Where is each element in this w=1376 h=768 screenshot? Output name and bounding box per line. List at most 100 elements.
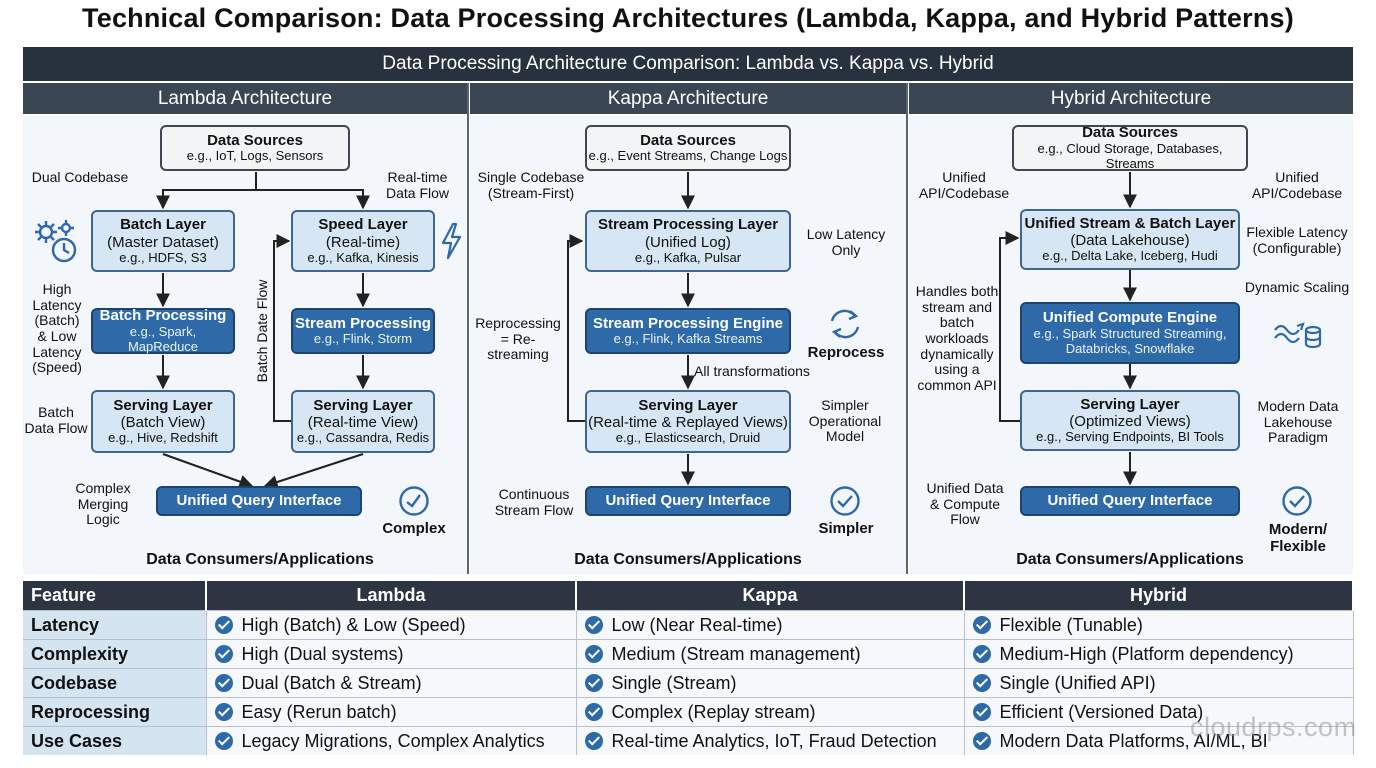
check-icon: [972, 673, 991, 692]
banner: Data Processing Architecture Comparison:…: [23, 47, 1353, 81]
box-example: e.g., Spark, MapReduce: [127, 323, 199, 354]
check-icon: [972, 615, 991, 634]
cell-text: Efficient (Versioned Data): [999, 701, 1204, 722]
value-cell: Low (Near Real-time): [576, 610, 965, 640]
value-cell: Single (Unified API): [964, 668, 1354, 698]
box-subtitle: (Data Lakehouse): [1070, 232, 1190, 250]
note-low-latency: Low Latency Only: [806, 226, 886, 258]
cell-text: Modern Data Platforms, AI/ML, BI: [999, 730, 1268, 751]
check-icon: [972, 731, 991, 750]
hybrid-compute-engine: Unified Compute Engine e.g., Spark Struc…: [1020, 302, 1240, 364]
box-title: Stream Processing Layer: [597, 216, 779, 234]
value-cell: Easy (Rerun batch): [206, 697, 577, 727]
feature-cell: Use Cases: [23, 726, 207, 755]
box-title: Serving Layer: [1080, 395, 1180, 413]
lambda-consumers: Data Consumers/Applications: [146, 551, 374, 568]
lambda-stream-processing: Stream Processing e.g., Flink, Storm: [291, 308, 435, 354]
value-cell: Flexible (Tunable): [964, 610, 1354, 640]
refresh-icon: [830, 309, 860, 339]
column-header: Hybrid: [964, 581, 1354, 611]
check-icon: [972, 702, 991, 721]
value-cell: High (Dual systems): [206, 639, 577, 669]
lambda-verdict: Complex: [382, 520, 446, 537]
cell-text: Single (Unified API): [999, 672, 1156, 693]
box-example: e.g., Kafka, Kinesis: [307, 249, 419, 265]
box-example: e.g., Cloud Storage, Databases, Streams: [1037, 140, 1223, 171]
check-icon: [214, 673, 233, 692]
lambda-data-sources: Data Sources e.g., IoT, Logs, Sensors: [160, 125, 350, 171]
box-subtitle: (Unified Log): [645, 233, 731, 251]
box-example: e.g., Event Streams, Change Logs: [588, 148, 788, 164]
box-example: e.g., Serving Endpoints, BI Tools: [1036, 429, 1224, 445]
note-realtime-flow: Real-time Data Flow: [385, 169, 450, 201]
feature-cell: Complexity: [23, 639, 207, 669]
value-cell: Legacy Migrations, Complex Analytics: [206, 726, 577, 755]
box-subtitle: (Batch View): [120, 414, 206, 432]
box-title: Data Sources: [207, 131, 303, 149]
box-example: e.g., Flink, Storm: [313, 331, 413, 347]
box-title: Serving Layer: [638, 396, 738, 414]
note-handles-both: Handles both stream and batch workloads …: [915, 283, 999, 394]
value-cell: Medium-High (Platform dependency): [964, 639, 1354, 669]
column-header: Feature: [23, 581, 207, 611]
table-header-row: Feature Lambda Kappa Hybrid: [23, 581, 1354, 611]
value-cell: Dual (Batch & Stream): [206, 668, 577, 698]
box-title: Data Sources: [640, 131, 736, 149]
note-dynamic-scaling: Dynamic Scaling: [1244, 279, 1350, 295]
cell-text: Flexible (Tunable): [999, 614, 1143, 635]
lambda-batch-layer: Batch Layer (Master Dataset) e.g., HDFS,…: [91, 210, 235, 272]
kappa-processing-engine: Stream Processing Engine e.g., Flink, Ka…: [585, 308, 791, 354]
table-row: Reprocessing Easy (Rerun batch) Complex …: [23, 697, 1354, 727]
hybrid-heading: Hybrid Architecture: [909, 83, 1353, 114]
kappa-verdict: Simpler: [818, 520, 874, 537]
note-flexible-latency: Flexible Latency (Configurable): [1246, 224, 1348, 256]
box-title: Unified Compute Engine: [1042, 309, 1218, 327]
cell-text: High (Dual systems): [241, 643, 404, 664]
check-icon: [584, 702, 603, 721]
hybrid-data-sources: Data Sources e.g., Cloud Storage, Databa…: [1012, 124, 1248, 171]
note-api-right: Unified API/Codebase: [1251, 169, 1343, 201]
box-example: e.g., Kafka, Pulsar: [634, 249, 742, 265]
note-reprocessing: Reprocessing = Re-streaming: [475, 315, 561, 363]
box-example: e.g., IoT, Logs, Sensors: [186, 148, 324, 164]
note-continuous-flow: Continuous Stream Flow: [494, 486, 574, 518]
feature-cell: Codebase: [23, 668, 207, 698]
lambda-batch-processing: Batch Processing e.g., Spark, MapReduce: [91, 307, 235, 354]
box-title: Speed Layer: [318, 216, 408, 234]
lambda-serving-batch: Serving Layer (Batch View) e.g., Hive, R…: [91, 390, 235, 453]
note-unified-flow: Unified Data & Compute Flow: [926, 480, 1004, 528]
value-cell: Real-time Analytics, IoT, Fraud Detectio…: [576, 726, 965, 755]
box-subtitle: (Optimized Views): [1069, 413, 1191, 431]
box-example: e.g., Hive, Redshift: [108, 430, 218, 446]
check-icon: [214, 702, 233, 721]
column-divider: [467, 83, 469, 574]
box-title: Batch Processing: [99, 307, 227, 325]
box-title: Batch Layer: [120, 216, 206, 234]
cell-text: Complex (Replay stream): [611, 701, 816, 722]
kappa-heading: Kappa Architecture: [470, 83, 906, 114]
cell-text: Low (Near Real-time): [611, 614, 783, 635]
feature-cell: Latency: [23, 610, 207, 640]
hybrid-consumers: Data Consumers/Applications: [1016, 551, 1244, 568]
watermark: cloudrps.com: [1190, 712, 1357, 742]
gear-icon: [35, 220, 77, 263]
cell-text: Legacy Migrations, Complex Analytics: [241, 730, 545, 751]
box-example: e.g., Flink, Kafka Streams: [613, 331, 763, 347]
note-batch-date-flow: Batch Date Flow: [254, 279, 270, 383]
column-header: Kappa: [576, 581, 965, 611]
check-icon: [972, 644, 991, 663]
note-dual-codebase: Dual Codebase: [31, 169, 129, 185]
cell-text: Medium-High (Platform dependency): [999, 643, 1294, 664]
note-complex-merging: Complex Merging Logic: [75, 480, 131, 528]
box-example: e.g., Spark Structured Streaming, Databr…: [1033, 325, 1227, 356]
box-title: Stream Processing: [295, 314, 431, 332]
note-single-codebase: Single Codebase (Stream-First): [477, 169, 585, 201]
check-circle-icon: [1282, 486, 1312, 516]
note-simpler-ops: Simpler Operational Model: [808, 397, 882, 445]
check-icon: [214, 731, 233, 750]
lambda-heading: Lambda Architecture: [23, 83, 467, 114]
kappa-stream-layer: Stream Processing Layer (Unified Log) e.…: [585, 210, 791, 272]
note-all-transformations: All transformations: [694, 363, 810, 379]
box-subtitle: (Real-time): [325, 233, 401, 251]
box-title: Unified Stream & Batch Layer: [1024, 214, 1236, 232]
